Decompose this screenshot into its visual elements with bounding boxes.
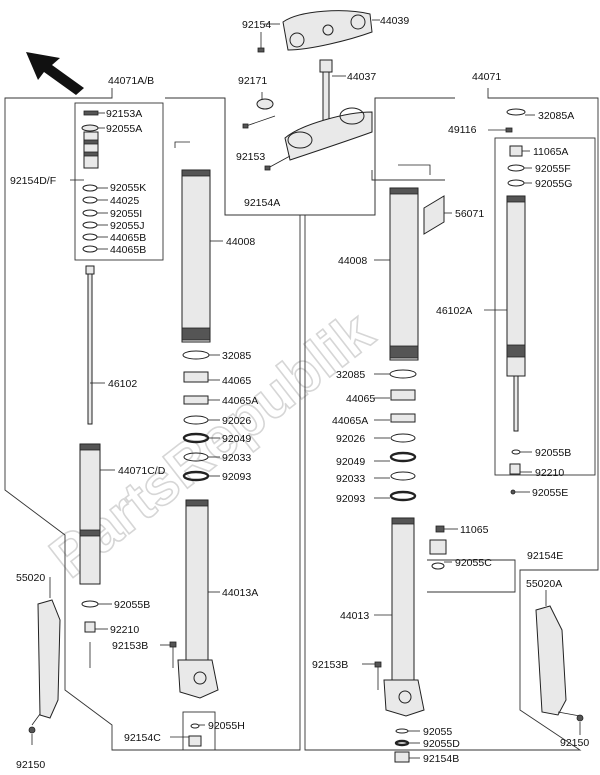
label-44071: 44071: [472, 71, 501, 83]
bolt-92154A: [264, 155, 291, 171]
label-92154DF: 92154D/F: [10, 175, 56, 187]
fork-guard-55020A: [535, 605, 584, 722]
label-46102: 46102: [108, 378, 137, 390]
label-92055H: 92055H: [208, 720, 245, 732]
outer-tube-44008-left: [174, 141, 211, 343]
left-small-parts: [81, 600, 99, 668]
label-92055A: 92055A: [106, 123, 142, 135]
label-92033-left: 92033: [222, 452, 251, 464]
label-44071AB: 44071A/B: [108, 75, 154, 87]
part-number-labels: 92154 44039 92171 44037 92153 92154A 440…: [10, 15, 589, 771]
label-55020: 55020: [16, 572, 45, 584]
label-92055F: 92055F: [535, 163, 571, 175]
label-92171: 92171: [238, 75, 267, 87]
right-cartridge-parts: [505, 108, 526, 495]
label-44025: 44025: [110, 195, 139, 207]
label-44065A-right: 44065A: [332, 415, 368, 427]
front-direction-arrow-icon: [26, 52, 84, 95]
inner-tube-44013A: [177, 499, 219, 699]
cartridge-44071CD: [79, 443, 101, 585]
label-32085A: 32085A: [538, 110, 574, 122]
label-92150-right: 92150: [560, 737, 589, 749]
label-92026-right: 92026: [336, 433, 365, 445]
piston-rod-46102: [85, 265, 95, 425]
label-92055K: 92055K: [110, 182, 146, 194]
bolt-92154: [257, 23, 280, 53]
label-92153B-right: 92153B: [312, 659, 348, 671]
label-plate-56071: [423, 195, 452, 235]
label-92055: 92055: [423, 726, 452, 738]
right-bottom-parts: [394, 728, 410, 763]
label-92026-left: 92026: [222, 415, 251, 427]
bolt-92153: [242, 115, 276, 129]
label-92055B-right: 92055B: [535, 447, 571, 459]
label-44037: 44037: [347, 71, 376, 83]
label-92154C: 92154C: [124, 732, 161, 744]
label-55020A: 55020A: [526, 578, 562, 590]
label-92055C: 92055C: [455, 557, 492, 569]
outer-tube-44008-right: [389, 164, 431, 361]
right-top-cap-parts: [429, 525, 447, 570]
label-49116: 49116: [448, 124, 477, 136]
label-44065A-left: 44065A: [222, 395, 258, 407]
label-44065-right: 44065: [346, 393, 375, 405]
label-44013A: 44013A: [222, 587, 258, 599]
label-92049-right: 92049: [336, 456, 365, 468]
label-44008-left: 44008: [226, 236, 255, 248]
label-44065B-1: 44065B: [110, 232, 146, 244]
label-92154B: 92154B: [423, 753, 459, 765]
label-92055G: 92055G: [535, 178, 572, 190]
left-axle-bolt-92153B: [169, 641, 177, 668]
label-92093-left: 92093: [222, 471, 251, 483]
upper-triple-clamp-44039: [282, 10, 380, 51]
label-92055B-left: 92055B: [114, 599, 150, 611]
assembly-frames: [4, 88, 599, 751]
label-92153A: 92153A: [106, 108, 142, 120]
label-92210-left: 92210: [110, 624, 139, 636]
label-92055D: 92055D: [423, 738, 460, 750]
label-92153B-left: 92153B: [112, 640, 148, 652]
clamp-92171: [256, 92, 274, 110]
label-11065: 11065: [460, 524, 489, 536]
fork-guard-55020: [28, 599, 61, 734]
label-32085-left: 32085: [222, 350, 251, 362]
label-44013: 44013: [340, 610, 369, 622]
label-44008-right: 44008: [338, 255, 367, 267]
right-axle-bolt-92153B: [374, 661, 382, 690]
label-92093-right: 92093: [336, 493, 365, 505]
label-44065-left: 44065: [222, 375, 251, 387]
label-92033-right: 92033: [336, 473, 365, 485]
label-92153: 92153: [236, 151, 265, 163]
label-92210-right: 92210: [535, 467, 564, 479]
label-11065A: 11065A: [533, 146, 568, 158]
label-56071: 56071: [455, 208, 484, 220]
label-32085-right: 32085: [336, 369, 365, 381]
label-92055J: 92055J: [110, 220, 144, 232]
label-92154: 92154: [242, 19, 271, 31]
right-fork-seals-and-rings: [389, 369, 417, 502]
label-44039: 44039: [380, 15, 409, 27]
label-92049-left: 92049: [222, 433, 251, 445]
label-44065B-2: 44065B: [110, 244, 146, 256]
label-92055I: 92055I: [110, 208, 142, 220]
steering-stem-44037: [284, 59, 373, 161]
label-46102A: 46102A: [436, 305, 472, 317]
left-bleed-parts-92154C: [188, 723, 202, 747]
label-92154A: 92154A: [244, 197, 280, 209]
label-44071CD: 44071C/D: [118, 465, 166, 477]
leader-lines: [31, 112, 581, 759]
label-92150-left: 92150: [16, 759, 45, 771]
inner-tube-44013: [383, 517, 425, 717]
label-92154E: 92154E: [527, 550, 563, 562]
left-cartridge-parts: [81, 110, 99, 253]
label-92055E: 92055E: [532, 487, 568, 499]
